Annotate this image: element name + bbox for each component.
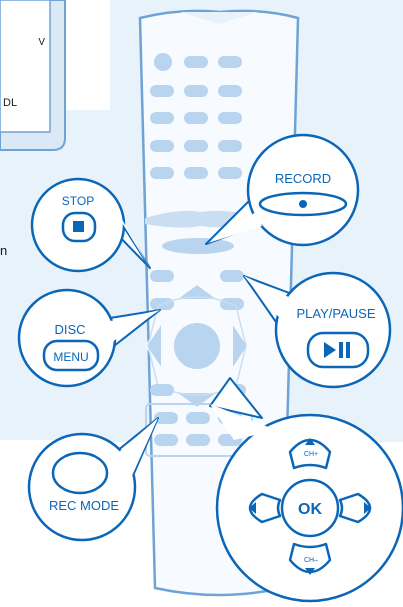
remote-button (154, 434, 178, 446)
remote-button (184, 85, 208, 97)
remote-ok-button (174, 323, 220, 369)
remote-button-stop (150, 270, 174, 282)
remote-button (218, 167, 242, 179)
remote-button (184, 56, 208, 68)
remote-button-record (162, 238, 234, 254)
remote-button (150, 167, 174, 179)
pause-bar-icon (346, 342, 350, 358)
callout-play-pause-label: PLAY/PAUSE (297, 306, 376, 321)
pause-bar-icon (339, 342, 343, 358)
callout-disc-label: DISC (54, 322, 85, 337)
play-pause-button-icon (308, 333, 368, 367)
remote-button (184, 167, 208, 179)
panel-fragment-bottom: DL (3, 97, 17, 109)
remote-button (218, 112, 242, 124)
callout-record-label: RECORD (275, 171, 331, 186)
ch-minus-label: CH– (304, 557, 318, 564)
remote-button (150, 112, 174, 124)
remote-button (218, 85, 242, 97)
remote-button-play (220, 270, 244, 282)
remote-button (218, 56, 242, 68)
side-text-fragment: n (0, 243, 7, 258)
remote-button (186, 412, 210, 424)
background-panel-left (0, 110, 150, 440)
record-dot-icon (299, 200, 307, 208)
instruction-panel: V DL (0, 0, 65, 150)
power-button (154, 53, 172, 71)
ok-label: OK (298, 501, 322, 518)
stop-square-icon (73, 221, 84, 232)
remote-button (150, 384, 174, 396)
callout-stop-label: STOP (62, 194, 94, 208)
panel-fragment-top: V (38, 37, 45, 48)
remote-button (184, 140, 208, 152)
callout-rec-mode-label: REC MODE (49, 498, 119, 513)
remote-button (186, 434, 210, 446)
remote-button (150, 140, 174, 152)
ch-plus-label: CH+ (304, 451, 318, 458)
remote-button (218, 140, 242, 152)
callout-menu-label: MENU (53, 350, 88, 364)
remote-button (184, 112, 208, 124)
rec-mode-button-icon (53, 453, 107, 493)
remote-button (150, 85, 174, 97)
